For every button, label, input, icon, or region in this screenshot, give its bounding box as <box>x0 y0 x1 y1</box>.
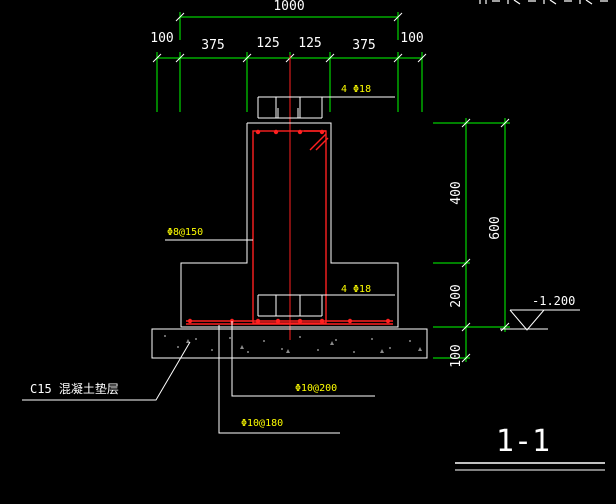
bar180-label: Φ10@180 <box>241 418 283 429</box>
right-dimension-chain <box>433 118 510 362</box>
cushion-leader <box>22 341 191 401</box>
bar180-leader <box>218 325 340 434</box>
dim-seg1: 375 <box>201 38 224 53</box>
column-stirrup <box>252 130 327 324</box>
dim-height-upper: 400 <box>449 181 464 204</box>
dim-right-cover: 100 <box>400 31 423 46</box>
top-bars-label: 4 Φ18 <box>341 84 371 95</box>
bar200-leader <box>231 321 375 397</box>
dim-height-lower: 200 <box>449 284 464 307</box>
rebar-points <box>187 129 391 324</box>
dim-height-total: 600 <box>488 216 503 239</box>
top-dimension-chain <box>156 12 423 112</box>
elevation-marker <box>500 309 580 331</box>
dim-seg2: 125 <box>256 36 279 51</box>
cushion-label: C15 混凝土垫层 <box>30 381 119 396</box>
bottom-bars-label: 4 Φ18 <box>341 284 371 295</box>
dim-total-width: 1000 <box>273 0 304 14</box>
section-label: 1-1 <box>496 424 550 459</box>
dim-cushion: 100 <box>449 344 464 367</box>
stirrup-label: Φ8@150 <box>167 227 203 238</box>
cropped-title-fragment <box>479 0 608 5</box>
footing-outline <box>180 122 399 328</box>
rebar <box>186 130 393 325</box>
elevation-label: -1.200 <box>532 294 575 308</box>
top-bars-leader <box>257 96 395 119</box>
right-dimension-ticks <box>461 118 510 363</box>
bar200-label: Φ10@200 <box>295 383 337 394</box>
dim-left-cover: 100 <box>150 31 173 46</box>
dim-seg3: 125 <box>298 36 321 51</box>
cushion-layer <box>151 328 428 359</box>
cushion-hatch <box>164 335 422 353</box>
dim-seg4: 375 <box>352 38 375 53</box>
bottom-bars-leader <box>257 294 395 317</box>
